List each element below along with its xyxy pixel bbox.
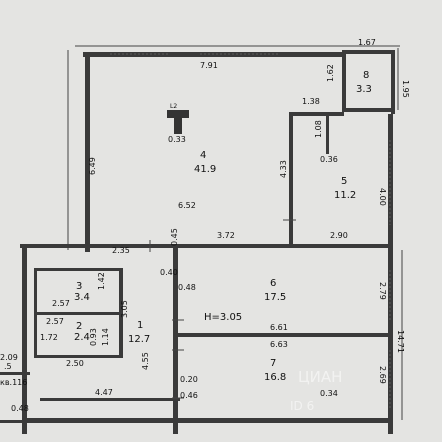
dim-text: 0.20 [180, 375, 198, 384]
dim-text: 4.47 [95, 388, 113, 397]
neighbor-apartment-label: кв.116 [0, 378, 27, 387]
dim-text: 0.33 [168, 135, 186, 144]
dim-text: 2.90 [330, 231, 348, 240]
dim-text: 0.45 [170, 228, 179, 246]
dim-text: 1.08 [314, 120, 323, 138]
dim-text: 7.91 [200, 61, 218, 70]
room-4-area: 41.9 [194, 164, 216, 175]
dim-text: 0.36 [320, 155, 338, 164]
dim-text: 6.61 [270, 323, 288, 332]
dim-text: 1.67 [358, 38, 376, 47]
dimension-lines [67, 45, 403, 420]
room-3-number: 3 [76, 281, 82, 292]
watermark: ЦИАН ID 6 [290, 368, 342, 413]
dim-text: 2.09 [0, 353, 18, 362]
dim-text: 0.93 [89, 328, 98, 346]
room-8-area: 3.3 [356, 84, 372, 95]
dim-text: 1.42 [97, 272, 106, 290]
dimension-texts: 1.67 1.95 7.91 1.62 1.38 6.49 4.33 1.08 … [0, 38, 410, 413]
dim-text: 4.00 [378, 188, 387, 206]
dim-text: 2.79 [378, 282, 387, 300]
room-2-number: 2 [76, 321, 82, 332]
dim-text: 1.62 [326, 64, 335, 82]
room-5-number: 5 [341, 176, 347, 187]
room-5-area: 11.2 [334, 190, 356, 201]
room-1-area: 12.7 [128, 334, 150, 345]
room-2-area: 2.4 [74, 332, 90, 343]
dim-text: 0.46 [180, 391, 198, 400]
dim-text: 2.50 [66, 359, 84, 368]
room-7-area: 16.8 [264, 372, 286, 383]
dim-text: .5 [4, 362, 12, 371]
dim-text: 1.72 [40, 333, 58, 342]
dim-text: 14.71 [396, 330, 405, 353]
room-4-number: 4 [200, 150, 206, 161]
windows [110, 53, 391, 410]
watermark-id: ID 6 [290, 399, 314, 413]
dim-text: 6.52 [178, 201, 196, 210]
ceiling-height-label: H=3.05 [204, 312, 242, 323]
dim-text: 2.69 [378, 366, 387, 384]
watermark-text: ЦИАН [298, 368, 342, 386]
dim-text: 4.55 [141, 352, 150, 370]
room-6-number: 6 [270, 278, 276, 289]
dim-text: 0.40 [160, 268, 178, 277]
room-1-number: 1 [137, 320, 143, 331]
room-6-area: 17.5 [264, 292, 286, 303]
dim-text: 2.35 [112, 246, 130, 255]
dim-text: 0.34 [320, 389, 338, 398]
dim-text: 1.95 [401, 80, 410, 98]
dim-text: 0.48 [11, 404, 29, 413]
column [167, 110, 189, 134]
door-marks [149, 219, 296, 399]
room-8-number: 8 [363, 70, 369, 81]
dim-text: 4.33 [279, 160, 288, 178]
column-label: L2 [170, 103, 177, 110]
dim-text: 0.48 [178, 283, 196, 292]
dim-text: 2.57 [52, 299, 70, 308]
dim-text: 1.14 [101, 328, 110, 346]
dim-text: 1.38 [302, 97, 320, 106]
dim-text: 6.49 [88, 157, 97, 175]
dim-text: 6.63 [270, 340, 288, 349]
room-labels: 4 41.9 5 11.2 8 3.3 6 17.5 7 16.8 1 12.7… [0, 70, 372, 387]
dim-text: 2.57 [46, 317, 64, 326]
dim-text: 3.05 [120, 300, 129, 318]
room-7-number: 7 [270, 358, 276, 369]
dim-text: 3.72 [217, 231, 235, 240]
room-3-area: 3.4 [74, 292, 90, 303]
